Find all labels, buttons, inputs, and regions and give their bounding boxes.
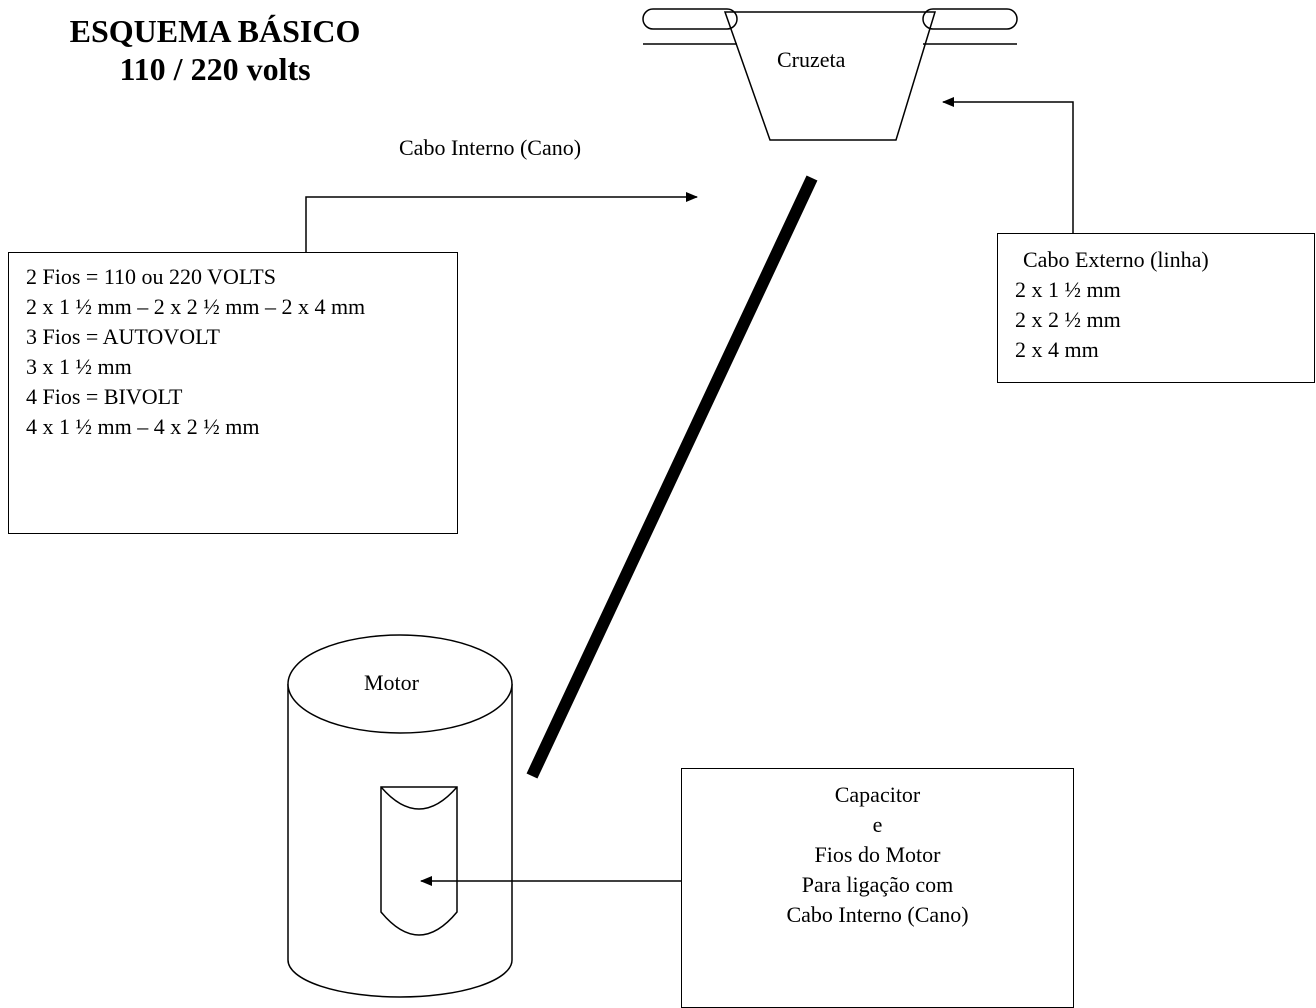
title-line-1: ESQUEMA BÁSICO (69, 13, 361, 49)
external-cable-spec-2: 2 x 2 ½ mm (1015, 307, 1121, 332)
label-cabo-interno: Cabo Interno (Cano) (399, 135, 582, 160)
capacitor-line-2: e (872, 812, 883, 837)
wire-group-3-title: 4 Fios = BIVOLT (26, 384, 183, 409)
wire-group-2-spec: 3 x 1 ½ mm (26, 354, 132, 379)
capacitor-line-1: Capacitor (834, 782, 921, 807)
capacitor-box: Capacitor e Fios do Motor Para ligação c… (681, 768, 1074, 1008)
external-cable-spec-3: 2 x 4 mm (1015, 337, 1099, 362)
wire-group-1-title: 2 Fios = 110 ou 220 VOLTS (26, 264, 276, 289)
wire-group-3-spec: 4 x 1 ½ mm – 4 x 2 ½ mm (26, 414, 260, 439)
wire-group-2-title: 3 Fios = AUTOVOLT (26, 324, 220, 349)
external-cable-title: Cabo Externo (linha) (1023, 247, 1209, 272)
label-motor: Motor (364, 670, 419, 695)
capacitor-compartment (380, 786, 458, 936)
wire-spec-box: 2 Fios = 110 ou 220 VOLTS 2 x 1 ½ mm – 2… (8, 252, 458, 534)
arrow-cabo-externo (942, 97, 1074, 233)
capacitor-line-3: Fios do Motor (814, 842, 941, 867)
label-cruzeta: Cruzeta (777, 47, 846, 72)
diagram-title: ESQUEMA BÁSICO 110 / 220 volts (40, 12, 390, 88)
motor-cylinder (287, 634, 513, 998)
cruzeta-shape (642, 8, 1018, 141)
arrow-cabo-interno (305, 192, 698, 252)
title-line-2: 110 / 220 volts (119, 51, 311, 87)
cano-pole (526, 175, 818, 779)
capacitor-line-4: Para ligação com (801, 872, 954, 897)
capacitor-line-5: Cabo Interno (Cano) (786, 902, 969, 927)
external-cable-spec-1: 2 x 1 ½ mm (1015, 277, 1121, 302)
wire-group-1-spec: 2 x 1 ½ mm – 2 x 2 ½ mm – 2 x 4 mm (26, 294, 366, 319)
external-cable-box: Cabo Externo (linha) 2 x 1 ½ mm 2 x 2 ½ … (997, 233, 1315, 383)
